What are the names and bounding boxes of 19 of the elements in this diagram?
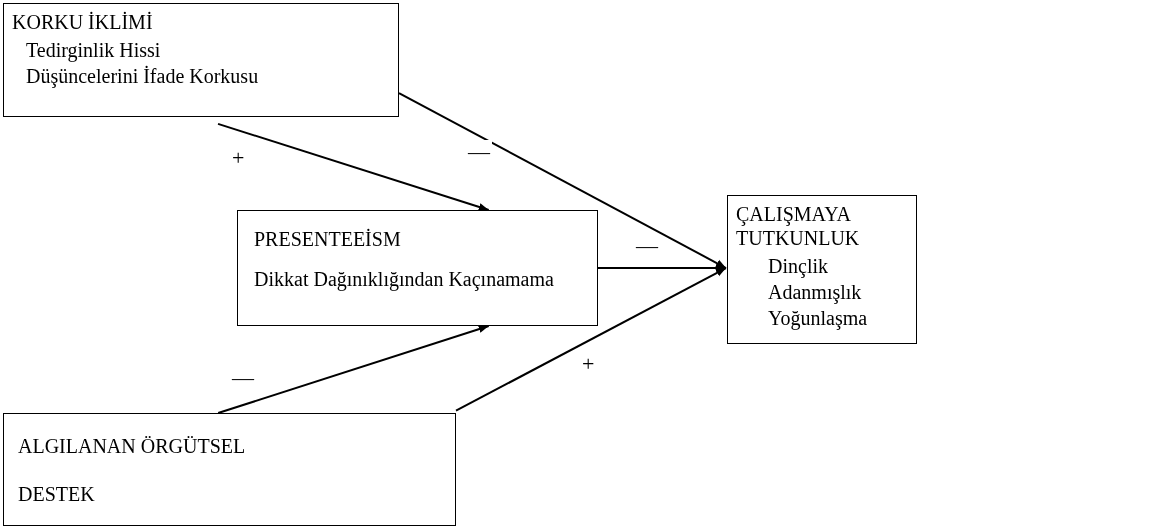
box-heading: ALGILANAN ÖRGÜTSEL DESTEK <box>18 434 246 507</box>
arrow <box>455 267 727 412</box>
arrow <box>597 264 727 272</box>
box-item: Adanmışlık <box>768 280 862 304</box>
box-heading: ÇALIŞMAYA TUTKUNLUK <box>736 202 861 250</box>
box-item: Tedirginlik Hissi <box>26 38 161 62</box>
box-heading: KORKU İKLİMİ <box>12 10 153 34</box>
arrow <box>217 325 490 414</box>
box-heading: PRESENTEEİSM <box>254 227 401 251</box>
concept-box <box>3 413 456 526</box>
box-item: Dinçlik <box>768 254 828 278</box>
box-item: Düşüncelerini İfade Korkusu <box>26 64 259 88</box>
box-item: Dikkat Dağınıklığından Kaçınamama <box>254 267 554 291</box>
concept-box <box>237 210 598 326</box>
concept-box <box>3 3 399 117</box>
box-item: Yoğunlaşma <box>768 306 868 330</box>
arrow <box>398 92 727 269</box>
concept-box <box>727 195 917 344</box>
arrow <box>217 122 490 211</box>
